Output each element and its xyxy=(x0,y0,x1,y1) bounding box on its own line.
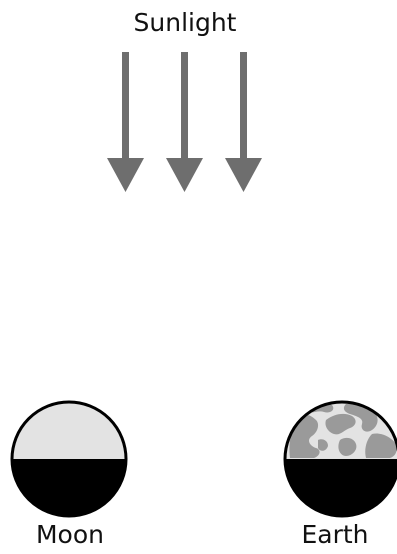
earth-label: Earth xyxy=(301,520,369,549)
earth-body xyxy=(283,400,397,518)
moon-label: Moon xyxy=(35,520,104,549)
sunlight-arrow-2 xyxy=(166,52,203,192)
moon-body xyxy=(10,400,128,518)
sunlight-arrow-1 xyxy=(107,52,144,192)
moon-dark-half xyxy=(12,459,126,516)
earth-dark-half xyxy=(285,459,397,516)
sunlight-arrows xyxy=(107,52,262,192)
moon-outline xyxy=(10,400,128,518)
sunlight-arrow-3 xyxy=(225,52,262,192)
earth-outline xyxy=(283,400,397,518)
moon-lit-half xyxy=(12,402,126,459)
sunlight-label: Sunlight xyxy=(133,8,237,37)
